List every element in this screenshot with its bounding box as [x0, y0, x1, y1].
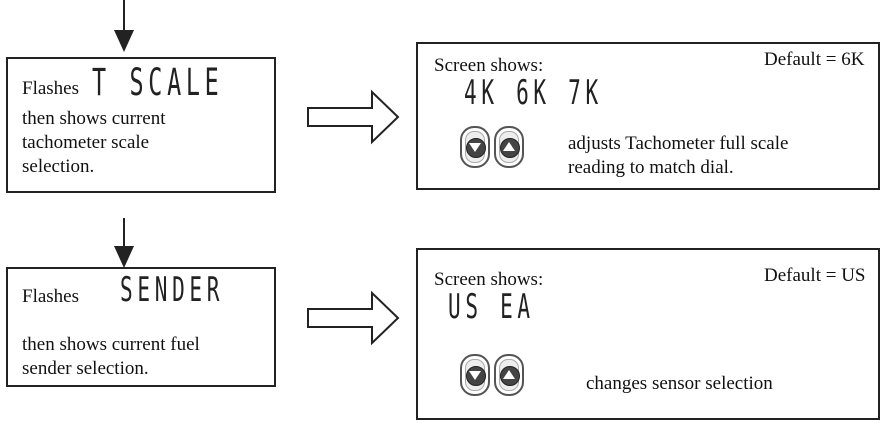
screen-shows-label: Screen shows:	[434, 269, 544, 290]
down-arrow-button[interactable]	[460, 354, 490, 396]
up-arrow-button[interactable]	[494, 126, 524, 168]
hollow-right-arrow-icon	[307, 290, 400, 346]
description-line-1: then shows current	[22, 108, 166, 129]
lcd-text-sender: SENDER	[120, 271, 225, 310]
sender-screen-box: Screen shows: Default = US US EA changes…	[416, 248, 880, 420]
default-label: Default = US	[764, 265, 866, 286]
lcd-options: US EA	[448, 288, 535, 327]
hollow-right-arrow-icon	[307, 89, 400, 145]
description-line-2: sender selection.	[22, 358, 149, 379]
down-arrow-button[interactable]	[460, 126, 490, 168]
default-label: Default = 6K	[764, 49, 865, 70]
description-line-1: then shows current fuel	[22, 334, 200, 355]
flashes-label: Flashes	[22, 78, 79, 99]
arrow-down-icon	[114, 0, 134, 52]
tach-screen-box: Screen shows: Default = 6K 4K 6K 7K adju…	[416, 42, 880, 190]
description-line-3: selection.	[22, 156, 95, 177]
screen-description-1: changes sensor selection	[586, 373, 773, 394]
screen-shows-label: Screen shows:	[434, 55, 544, 76]
lcd-options: 4K 6K 7K	[464, 74, 603, 113]
tach-scale-step-box: Flashes T SCALE then shows current tacho…	[6, 57, 276, 193]
screen-description-1: adjusts Tachometer full scale	[568, 133, 789, 154]
lcd-text-t-scale: T SCALE	[92, 61, 224, 105]
flashes-label: Flashes	[22, 286, 79, 307]
description-line-2: tachometer scale	[22, 132, 150, 153]
arrow-down-icon	[114, 218, 134, 268]
screen-description-2: reading to match dial.	[568, 157, 734, 178]
up-arrow-button[interactable]	[494, 354, 524, 396]
fuel-sender-step-box: Flashes SENDER then shows current fuel s…	[6, 267, 276, 387]
